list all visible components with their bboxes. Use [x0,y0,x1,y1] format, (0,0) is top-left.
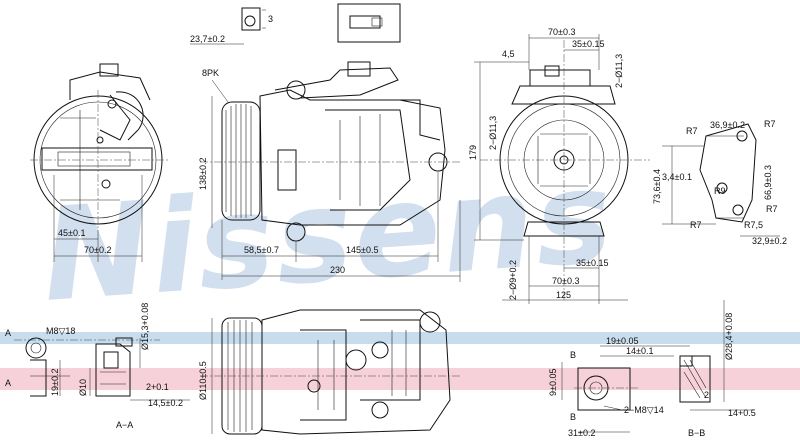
aa-caption: A−A [116,420,133,430]
aa-14-5: 14,5±0.2 [148,398,183,408]
dim-58-5: 58,5±0.7 [244,245,279,255]
side-view: 45±0.1 70±0.2 [30,63,170,262]
bracket-r9: R9 [714,186,726,196]
bb-caption: B−B [688,428,705,438]
front-view: 70±0.3 35±0.15 4,5 2−Ø11,3 2−Ø11,3 179 2… [468,27,650,304]
dim-70: 70±0.2 [84,245,111,255]
bb-label-b-top: B [570,350,576,360]
aa-d10: Ø10 [78,379,88,396]
bracket-r7-right: R7 [766,204,778,214]
aa-2: 2+0.1 [146,382,169,392]
dim-2-11-3-left: 2−Ø11,3 [488,116,498,150]
dim-70-top: 70±0.3 [548,27,575,37]
dim-3: 3 [268,14,273,24]
dim-70-bottom: 70±0.3 [552,276,579,286]
bb-31: 31±0.2 [568,428,595,438]
bb-2: 2 [704,390,709,400]
watermark: Nissens [38,142,619,331]
dim-2-11-3-right: 2−Ø11,3 [614,54,624,88]
dim-230: 230 [330,265,345,275]
bracket-r7-top-left: R7 [686,126,698,136]
aa-label-a-bottom: A [5,378,11,388]
bracket-r7-5: R7,5 [744,220,763,230]
bracket-73-6: 73,6±0.4 [652,169,662,204]
dim-125: 125 [556,290,571,300]
aa-19: 19±0.2 [50,369,60,396]
bb-m8: 2−M8▽14 [624,405,664,415]
dim-138: 138±0.2 [198,158,208,190]
bb-19: 19±0.05 [606,336,638,346]
bottom-view: Ø110±0.5 [198,309,460,435]
main-view: 3 23,7±0.2 138±0.2 8PK 58,5±0.7 14 [190,3,461,282]
pink-band [0,368,800,390]
dim-35-top: 35±0.15 [572,39,604,49]
bracket-view: R7 36,9±0.2 R7 66,9±0.3 73,6±0.4 3,4±0.1… [652,119,787,246]
dim-35-bottom: 35±0.15 [576,258,608,268]
bb-label-b-bottom: B [570,412,576,422]
section-aa: A M8▽18 A 19±0.2 Ø15,3+0.08 Ø10 2+0.1 14… [5,303,190,430]
bracket-32-9: 32,9±0.2 [752,236,787,246]
aa-label-a-top: A [5,328,11,338]
dim-45: 45±0.1 [58,228,85,238]
label-8pk: 8PK [202,68,219,78]
bracket-66-9: 66,9±0.3 [763,165,773,200]
dim-179: 179 [468,145,478,160]
dim-2-9: 2−Ø9+0.2 [508,260,518,300]
bb-14: 14±0.1 [626,346,653,356]
bracket-r7-bottom: R7 [690,220,702,230]
aa-d15-3: Ø15,3+0.08 [140,303,150,350]
blue-band [0,332,800,344]
bb-d28-4: Ø28,4+0.08 [724,313,734,360]
dim-145: 145±0.5 [346,245,378,255]
bracket-36-9: 36,9±0.2 [710,120,745,130]
aa-m8: M8▽18 [46,326,75,336]
dim-23-7: 23,7±0.2 [190,34,225,44]
dim-110: Ø110±0.5 [198,361,208,400]
section-bb: 19±0.05 14±0.1 B B 9±0.05 2−M8▽14 31±0.2… [548,300,756,438]
bb-14-5: 14+0.5 [728,408,756,418]
bracket-3-4: 3,4±0.1 [662,172,692,182]
bracket-r7-top-right: R7 [764,119,776,129]
bb-9: 9±0.05 [548,369,558,396]
dim-4-5: 4,5 [502,49,515,59]
